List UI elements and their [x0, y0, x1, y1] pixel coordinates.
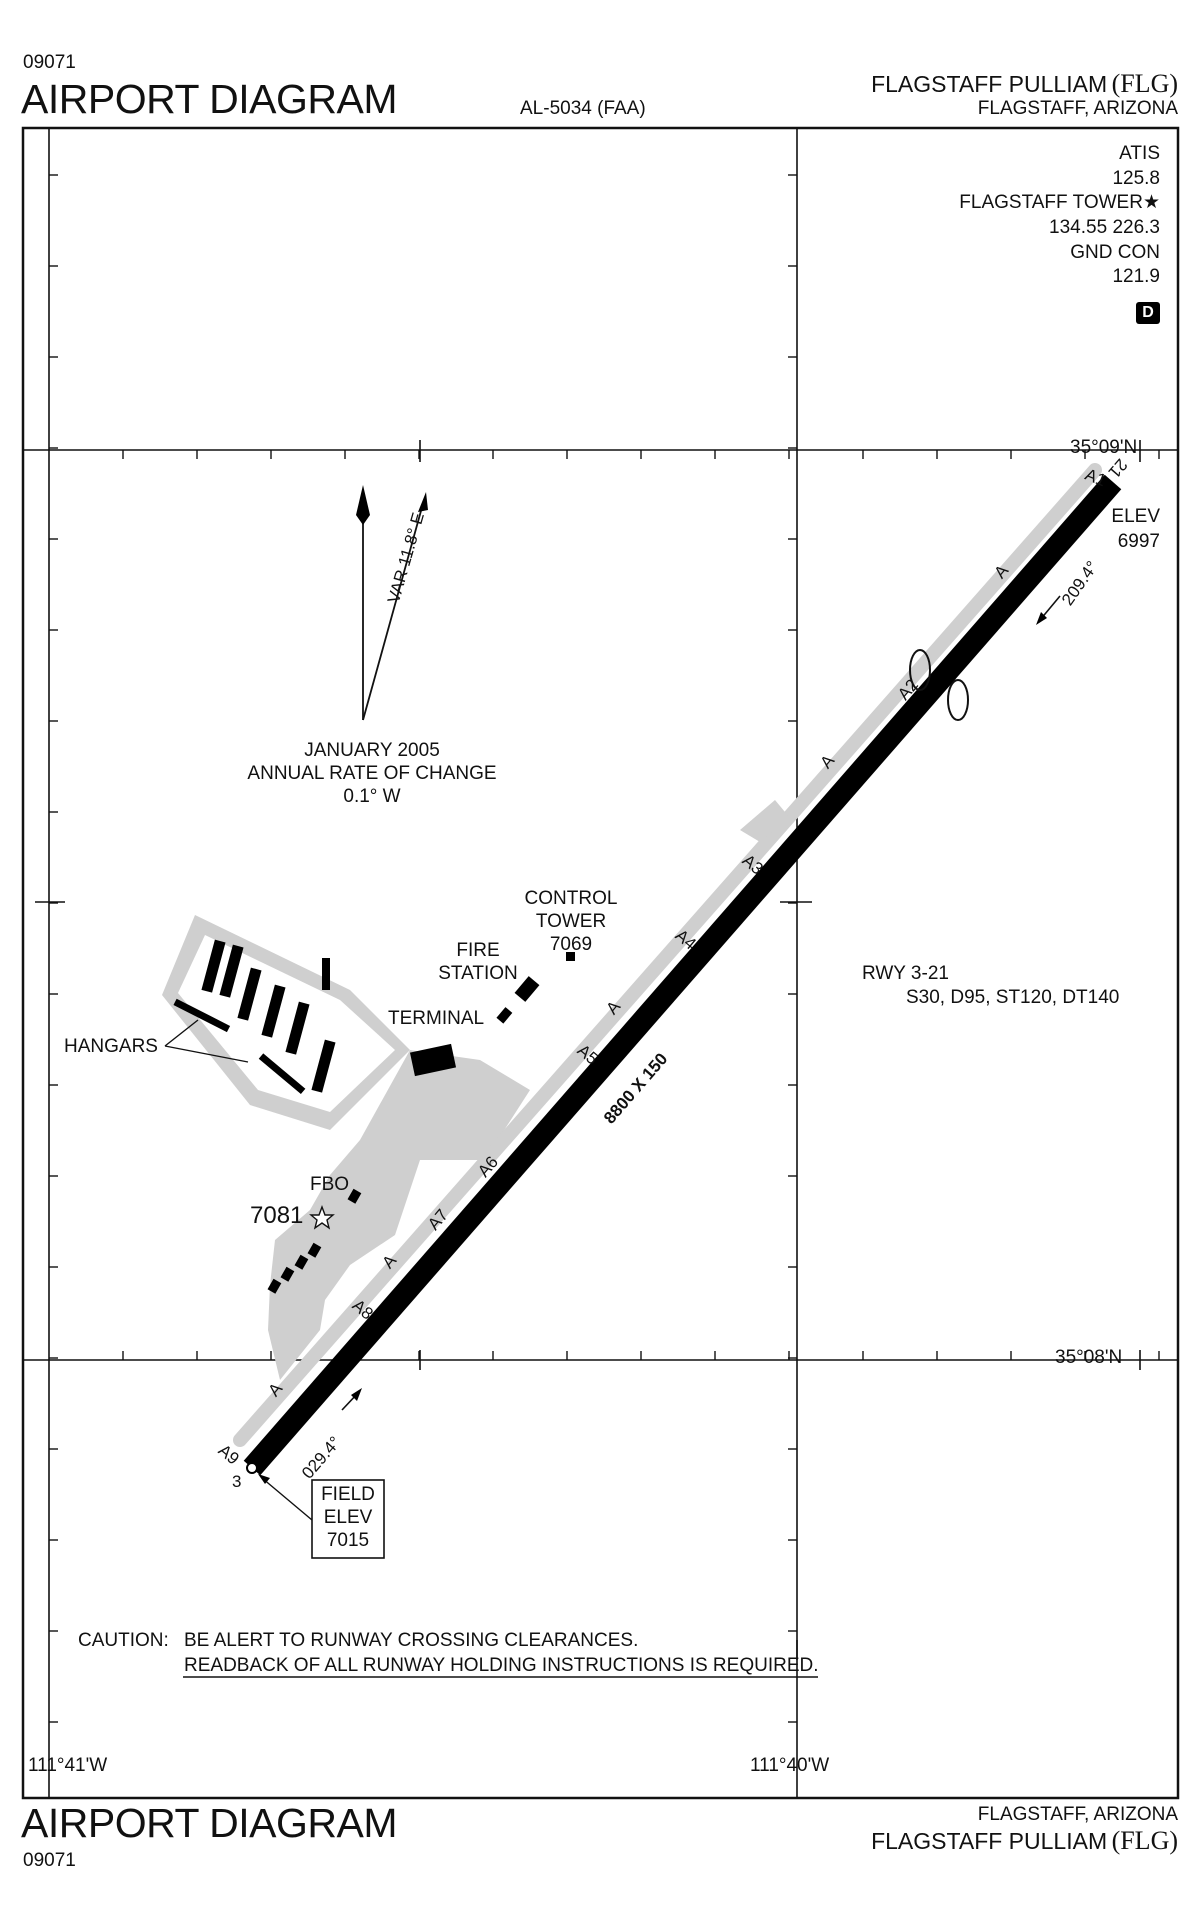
airport-code-bottom: (FLG) [1111, 1825, 1178, 1855]
taxiway-a3-area [740, 800, 790, 842]
beacon-elevation: 7081 [250, 1202, 304, 1229]
chart-title-top: AIRPORT DIAGRAM [21, 76, 398, 122]
hangars-leader-line [164, 1045, 249, 1063]
magnetic-rate-value: 0.1° W [343, 785, 401, 807]
field-elevation-block: FIELD ELEV 7015 [312, 1484, 384, 1552]
fbo-building [294, 1254, 309, 1270]
caution-line2: READBACK OF ALL RUNWAY HOLDING INSTRUCTI… [184, 1655, 819, 1676]
hangar-building [201, 939, 226, 993]
hangar-building [237, 967, 262, 1021]
field-elev-value: 7015 [326, 1529, 370, 1551]
fire-station-label: FIRE STATION [433, 940, 523, 986]
runway-elevation-block: ELEV 6997 [1111, 505, 1160, 554]
terminal-building [409, 1043, 457, 1077]
magnetic-change-block: JANUARY 2005 ANNUAL RATE OF CHANGE 0.1° … [242, 740, 502, 808]
airport-header-top: FLAGSTAFF PULLIAM (FLG) FLAGSTAFF, ARIZO… [871, 69, 1178, 119]
runway-info-strength: S30, D95, ST120, DT140 [906, 986, 1120, 1008]
fbo-building [307, 1242, 322, 1258]
runway-info-block: RWY 3-21 S30, D95, ST120, DT140 [862, 962, 1119, 1010]
control-tower-line2: TOWER [535, 910, 607, 932]
runway-end-3: 3 [232, 1472, 242, 1491]
d-atis-badge: D [1136, 302, 1160, 324]
control-tower-line1: CONTROL [524, 888, 618, 909]
true-north-arrowhead [356, 485, 370, 525]
map-frame [21, 126, 1180, 1800]
grid-ticks [49, 174, 1160, 1723]
chart-number-bottom: 09071 [23, 1850, 76, 1871]
fbo-building [347, 1188, 362, 1204]
hangar-building [258, 1053, 306, 1095]
hangar-building [261, 984, 286, 1038]
control-tower-building [566, 952, 575, 961]
fire-station-line2: STATION [438, 962, 518, 984]
tower-star-icon: ★ [1142, 192, 1160, 214]
fire-station-annex [496, 1007, 513, 1024]
tower-frequency: 134.55 226.3 [1049, 217, 1160, 239]
latitude-label-north: 35°09'N [1070, 437, 1138, 458]
runway-threshold-3 [246, 1462, 258, 1474]
magnetic-rate-label: ANNUAL RATE OF CHANGE [247, 762, 497, 784]
fire-station-line1: FIRE [456, 940, 500, 961]
control-tower-label: CONTROL TOWER 7069 [516, 888, 626, 956]
latitude-label-south: 35°08'N [1055, 1347, 1123, 1368]
frequency-block: ATIS 125.8 FLAGSTAFF TOWER★ 134.55 226.3… [959, 142, 1160, 290]
rotating-beacon-icon [309, 1205, 335, 1230]
field-elev-line2: ELEV [323, 1506, 373, 1528]
fbo-building [280, 1266, 295, 1282]
hot-spot-marker [947, 679, 969, 721]
field-elev-leader-line [261, 1477, 313, 1521]
magnetic-date: JANUARY 2005 [304, 740, 440, 761]
field-elev-leader-head [258, 1474, 270, 1484]
hangar-buildings [173, 939, 336, 1095]
atis-frequency: 125.8 [1112, 167, 1160, 189]
fire-station-building [514, 976, 540, 1002]
airport-name-bottom: FLAGSTAFF PULLIAM [871, 1827, 1108, 1854]
hangar-building [219, 944, 244, 998]
field-elev-box [311, 1479, 385, 1559]
magnetic-north-arrow [362, 499, 425, 721]
airport-name: FLAGSTAFF PULLIAM [871, 71, 1108, 97]
publication-id: AL-5034 (FAA) [520, 98, 646, 119]
longitude-label-east: 111°40'W [750, 1755, 830, 1776]
chart-number-top: 09071 [23, 52, 76, 73]
heading-arrow-029-head [351, 1388, 362, 1401]
fbo-label: FBO [310, 1174, 350, 1195]
hangar-building [311, 1039, 336, 1093]
airport-location-bottom: FLAGSTAFF, ARIZONA [977, 1804, 1178, 1825]
ground-label: GND CON [1070, 241, 1160, 263]
taxiway-a [233, 463, 1102, 1447]
apron-area [268, 1050, 530, 1380]
hangar-building [322, 958, 330, 990]
airport-code: (FLG) [1111, 69, 1178, 98]
runway-elev-label: ELEV [1111, 506, 1160, 527]
ground-frequency: 121.9 [1112, 266, 1160, 288]
runway-elev-value: 6997 [1117, 530, 1160, 552]
hangar-building [285, 1001, 310, 1055]
caution-line1: BE ALERT TO RUNWAY CROSSING CLEARANCES. [184, 1630, 639, 1651]
atis-label: ATIS [1119, 143, 1160, 164]
hangars-leader-line [164, 1019, 199, 1047]
hot-spot-marker [909, 649, 931, 691]
runway-3-21 [243, 474, 1122, 1476]
caution-label: CAUTION: [78, 1630, 169, 1651]
terminal-label: TERMINAL [388, 1008, 485, 1029]
control-tower-elev: 7069 [549, 933, 593, 955]
tower-label: FLAGSTAFF TOWER [959, 192, 1143, 214]
hangars-label: HANGARS [64, 1036, 158, 1057]
runway-info-title: RWY 3-21 [862, 963, 949, 984]
hangar-building [173, 998, 231, 1033]
field-elev-line1: FIELD [321, 1484, 375, 1505]
magnetic-north-arrowhead [418, 492, 428, 512]
chart-title-bottom: AIRPORT DIAGRAM [21, 1800, 398, 1846]
longitude-label-west: 111°41'W [28, 1755, 108, 1776]
fbo-buildings [267, 1188, 362, 1294]
airport-header-bottom: FLAGSTAFF, ARIZONA FLAGSTAFF PULLIAM (FL… [871, 1804, 1178, 1856]
airport-location: FLAGSTAFF, ARIZONA [977, 97, 1178, 119]
heading-arrow-209-head [1036, 612, 1047, 625]
fbo-building [267, 1278, 282, 1294]
